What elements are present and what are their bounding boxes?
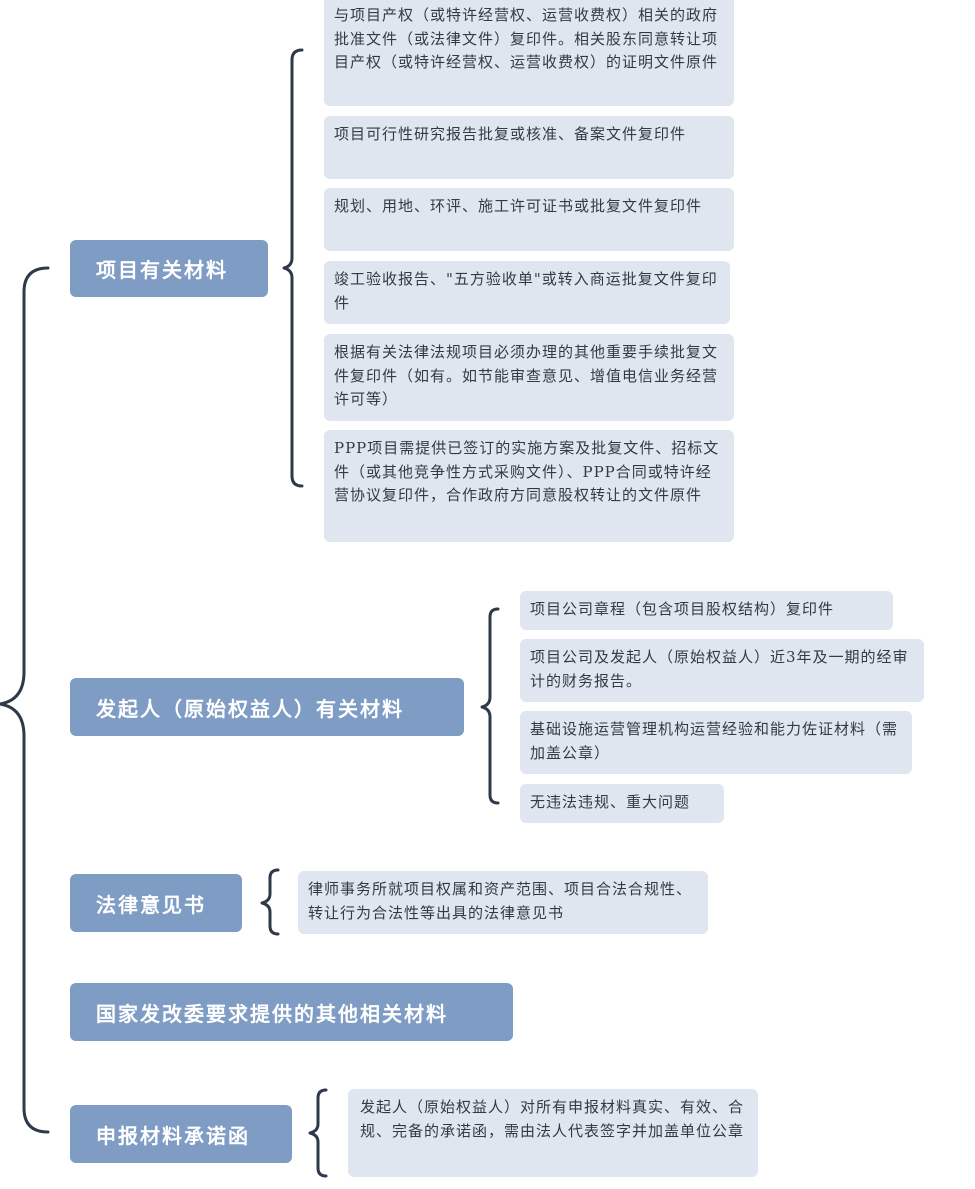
leaf-text: 无违法违规、重大问题 bbox=[530, 793, 691, 811]
leaf-item[interactable]: 无违法违规、重大问题 bbox=[520, 784, 724, 823]
branch-1-bracket bbox=[282, 48, 304, 488]
leaf-item[interactable]: 项目公司章程（包含项目股权结构）复印件 bbox=[520, 591, 893, 630]
branch-project-materials[interactable]: 项目有关材料 bbox=[70, 240, 268, 297]
leaf-text: 项目公司及发起人（原始权益人）近3年及一期的经审计的财务报告。 bbox=[530, 648, 909, 690]
branch-5-bracket bbox=[308, 1088, 328, 1178]
leaf-text: 项目公司章程（包含项目股权结构）复印件 bbox=[530, 600, 835, 618]
leaf-text: 规划、用地、环评、施工许可证书或批复文件复印件 bbox=[334, 197, 703, 215]
leaf-text: 基础设施运营管理机构运营经验和能力佐证材料（需加盖公章） bbox=[530, 720, 899, 762]
branch-3-bracket bbox=[260, 868, 280, 936]
branch-legal-opinion[interactable]: 法律意见书 bbox=[70, 874, 242, 932]
branch-label: 发起人（原始权益人）有关材料 bbox=[96, 696, 404, 721]
leaf-item[interactable]: 发起人（原始权益人）对所有申报材料真实、有效、合规、完备的承诺函，需由法人代表签… bbox=[348, 1089, 758, 1177]
leaf-text: 与项目产权（或特许经营权、运营收费权）相关的政府批准文件（或法律文件）复印件。相… bbox=[334, 6, 719, 71]
leaf-text: PPP项目需提供已签订的实施方案及批复文件、招标文件（或其他竞争性方式采购文件）… bbox=[334, 439, 720, 504]
leaf-text: 竣工验收报告、"五方验收单"或转入商运批复文件复印件 bbox=[334, 270, 718, 312]
branch-2-bracket bbox=[480, 607, 500, 805]
leaf-item[interactable]: 与项目产权（或特许经营权、运营收费权）相关的政府批准文件（或法律文件）复印件。相… bbox=[324, 0, 734, 106]
leaf-item[interactable]: PPP项目需提供已签订的实施方案及批复文件、招标文件（或其他竞争性方式采购文件）… bbox=[324, 430, 734, 542]
leaf-item[interactable]: 根据有关法律法规项目必须办理的其他重要手续批复文件复印件（如有。如节能审查意见、… bbox=[324, 334, 734, 421]
leaf-text: 根据有关法律法规项目必须办理的其他重要手续批复文件复印件（如有。如节能审查意见、… bbox=[334, 343, 719, 408]
branch-ndrc-other-materials[interactable]: 国家发改委要求提供的其他相关材料 bbox=[70, 983, 513, 1041]
root-bracket bbox=[0, 266, 50, 1134]
leaf-text: 发起人（原始权益人）对所有申报材料真实、有效、合规、完备的承诺函，需由法人代表签… bbox=[360, 1098, 745, 1140]
branch-label: 法律意见书 bbox=[96, 892, 206, 917]
branch-label: 项目有关材料 bbox=[96, 258, 228, 282]
leaf-text: 律师事务所就项目权属和资产范围、项目合法合规性、转让行为合法性等出具的法律意见书 bbox=[308, 880, 693, 922]
branch-label: 国家发改委要求提供的其他相关材料 bbox=[96, 1001, 448, 1026]
leaf-text: 项目可行性研究报告批复或核准、备案文件复印件 bbox=[334, 125, 687, 143]
leaf-item[interactable]: 基础设施运营管理机构运营经验和能力佐证材料（需加盖公章） bbox=[520, 711, 912, 774]
leaf-item[interactable]: 竣工验收报告、"五方验收单"或转入商运批复文件复印件 bbox=[324, 261, 730, 324]
branch-sponsor-materials[interactable]: 发起人（原始权益人）有关材料 bbox=[70, 678, 464, 736]
branch-commitment-letter[interactable]: 申报材料承诺函 bbox=[70, 1105, 292, 1163]
leaf-item[interactable]: 项目可行性研究报告批复或核准、备案文件复印件 bbox=[324, 116, 734, 179]
leaf-item[interactable]: 项目公司及发起人（原始权益人）近3年及一期的经审计的财务报告。 bbox=[520, 639, 924, 702]
branch-label: 申报材料承诺函 bbox=[96, 1123, 250, 1148]
leaf-item[interactable]: 规划、用地、环评、施工许可证书或批复文件复印件 bbox=[324, 188, 734, 251]
leaf-item[interactable]: 律师事务所就项目权属和资产范围、项目合法合规性、转让行为合法性等出具的法律意见书 bbox=[298, 871, 708, 934]
